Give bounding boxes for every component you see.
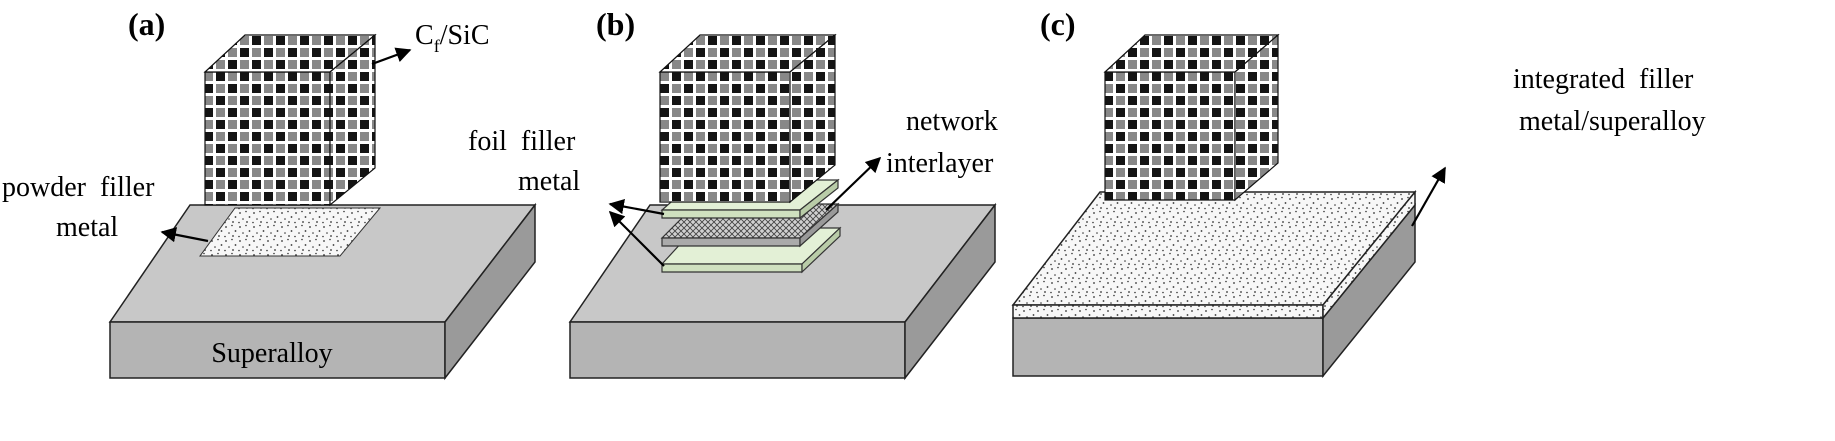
foil-label-line2: metal xyxy=(518,166,580,197)
panel-label-a: (a) xyxy=(128,6,165,42)
cube-side xyxy=(329,33,376,207)
powder-label-line1: powder filler xyxy=(2,172,155,203)
superalloy-slab-c xyxy=(1012,202,1416,379)
integrated-front xyxy=(1012,304,1324,319)
foil-arrow-bottom xyxy=(608,210,665,267)
superalloy-label: Superalloy xyxy=(211,338,332,369)
integrated-arrow xyxy=(1411,166,1446,227)
cube-front xyxy=(204,71,331,206)
panel-b: (b) foi xyxy=(468,6,998,381)
network-label-line1: network xyxy=(906,106,998,137)
powder-arrow xyxy=(160,227,209,243)
cube-side xyxy=(789,33,836,204)
integrated-side xyxy=(1322,189,1416,321)
cfsic-arrow xyxy=(371,47,412,66)
cfsic-label: Cf/SiC xyxy=(415,20,490,56)
cube-front xyxy=(1104,71,1236,201)
panel-label-b: (b) xyxy=(596,6,635,42)
cfsic-cube-c xyxy=(1103,33,1280,202)
cube-side xyxy=(1234,33,1279,202)
slab-front xyxy=(1012,317,1324,377)
panel-label-c: (c) xyxy=(1040,6,1076,42)
slab-front xyxy=(569,321,906,379)
slab-side xyxy=(444,202,536,381)
integrated-label-line2: metal/superalloy xyxy=(1519,106,1706,137)
network-label-line2: interlayer xyxy=(886,148,994,179)
foil-arrow-top xyxy=(608,198,665,216)
foil-label-line1: foil filler xyxy=(468,126,576,157)
powder-label-line2: metal xyxy=(56,212,118,243)
integrated-layer xyxy=(1011,189,1417,321)
cube-front xyxy=(659,71,791,203)
panel-a: (a) Superalloy Cf/SiC powder filler meta… xyxy=(2,6,537,381)
cfsic-cube-a xyxy=(203,33,377,207)
powder-filler-sheet xyxy=(199,207,382,257)
panel-c: (c) integrated filler metal/superalloy xyxy=(1011,6,1706,379)
cfsic-cube-b xyxy=(658,33,837,204)
slab-side xyxy=(904,202,996,381)
integrated-label-line1: integrated filler xyxy=(1513,64,1694,95)
network-arrow xyxy=(825,156,882,211)
